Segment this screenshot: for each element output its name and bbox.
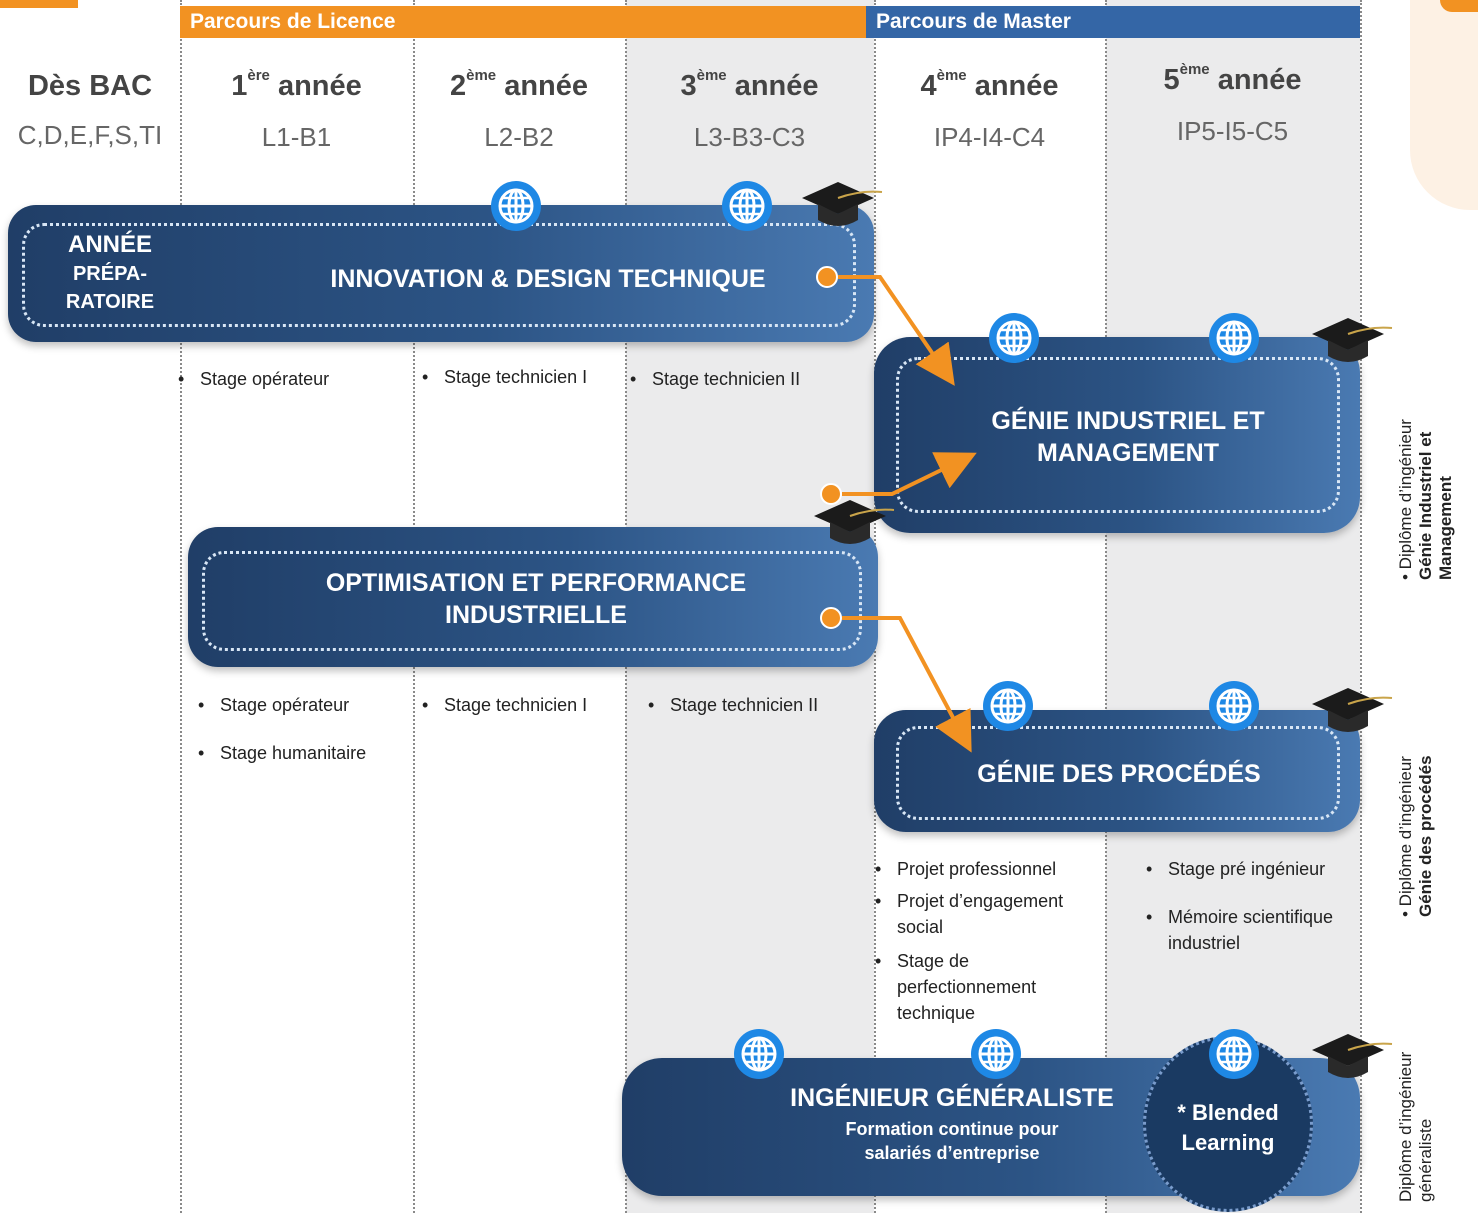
inner-dotted-frame [202, 551, 862, 651]
graduation-cap-icon [1312, 1034, 1393, 1078]
program-title: INNOVATION & DESIGN TECHNIQUE [330, 265, 766, 293]
band-licence: Parcours de Licence [180, 6, 874, 38]
globe-icon [491, 181, 541, 231]
year-code-bac: C,D,E,F,S,TI [17, 120, 163, 150]
arrow-opi-to-gim [842, 452, 977, 496]
band-master: Parcours de Master [866, 6, 1360, 38]
project-item: Projet d’engagement [875, 888, 1063, 914]
program-title-line2: MANAGEMENT [1037, 439, 1219, 467]
project-item: Stage pré ingénieur [1146, 856, 1325, 882]
stage-item: Stage technicien II [630, 366, 800, 392]
globe-icon [722, 181, 772, 231]
prep-year-line3: RATOIRE [65, 291, 155, 313]
stage-item: Stage technicien II [648, 692, 818, 718]
globe-icon [983, 681, 1033, 731]
inner-dotted-frame [896, 357, 1340, 513]
globe-icon [989, 313, 1039, 363]
globe-icon [1209, 681, 1259, 731]
stage-item: Stage opérateur [178, 366, 329, 392]
year-header-5: 5ème année [1163, 61, 1302, 96]
stage-item: Stage technicien I [422, 692, 587, 718]
diploma-gp: • Diplôme d’ingénieur Génie des procédés [1396, 755, 1435, 917]
column-shade-5 [1106, 0, 1360, 1213]
program-optimisation: OPTIMISATION ET PERFORMANCE INDUSTRIELLE [188, 527, 878, 667]
stage-item: Stage technicien I [422, 364, 587, 390]
prep-year-line1: ANNÉE [67, 231, 152, 258]
diploma-gim: • Diplôme d’ingénieur Génie Industriel e… [1396, 419, 1455, 580]
corner-decoration-right [1410, 0, 1478, 210]
year-code-5: IP5-I5-C5 [1176, 116, 1289, 146]
year-header-4: 4ème année [920, 67, 1059, 102]
program-subtitle-line1: Formation continue pour [845, 1119, 1059, 1139]
year-code-2: L2-B2 [484, 122, 554, 152]
year-header-bac: Dès BAC [27, 70, 153, 102]
project-item-continuation: technique [897, 1003, 976, 1023]
prep-year-line2: PRÉPA- [72, 263, 148, 285]
corner-decoration-right-accent [1440, 0, 1478, 12]
corner-decoration-left [0, 0, 78, 8]
program-title-line1: GÉNIE INDUSTRIEL ET [991, 407, 1265, 435]
globe-icon [1209, 1029, 1259, 1079]
diploma-ig: Diplôme d’ingénieur généraliste [1396, 1051, 1435, 1202]
column-divider [1360, 0, 1362, 1213]
year-header-3: 3ème année [680, 67, 819, 102]
column-divider [180, 0, 182, 1213]
graduation-cap-icon [1312, 318, 1393, 362]
globe-icon [734, 1029, 784, 1079]
graduation-cap-icon [1312, 688, 1393, 732]
program-title: GÉNIE DES PROCÉDÉS [977, 760, 1261, 788]
program-genie-industriel: GÉNIE INDUSTRIEL ET MANAGEMENT [874, 337, 1360, 533]
year-code-1: L1-B1 [261, 122, 332, 152]
year-code-3: L3-B3-C3 [693, 122, 806, 152]
badge-line1: * Blended [1177, 1100, 1279, 1125]
inner-dotted-frame [896, 726, 1340, 820]
project-item-continuation: perfectionnement [897, 977, 1037, 997]
project-item: Projet professionnel [875, 856, 1056, 882]
graduation-cap-icon [802, 182, 883, 226]
column-divider [1105, 0, 1107, 1213]
year-header-2: 2ème année [449, 67, 589, 102]
globe-icon [971, 1029, 1021, 1079]
connector-dot [820, 607, 842, 629]
connector-dot [816, 266, 838, 288]
arrow-innovation-to-gim [838, 275, 955, 386]
blended-learning-badge: * Blended Learning [1143, 1036, 1313, 1212]
project-item-continuation: industriel [1168, 933, 1241, 953]
globe-icon [1209, 313, 1259, 363]
year-code-4: IP4-I4-C4 [933, 122, 1046, 152]
program-innovation-design: ANNÉE PRÉPA- RATOIRE INNOVATION & DESIGN… [8, 205, 874, 342]
program-title-line1: OPTIMISATION ET PERFORMANCE [325, 569, 747, 597]
project-item: Mémoire scientifique [1146, 904, 1333, 930]
connector-dot [820, 483, 842, 505]
badge-line2: Learning [1181, 1130, 1275, 1155]
program-subtitle-line2: salariés d’entreprise [864, 1143, 1040, 1163]
program-title-line2: INDUSTRIELLE [445, 601, 627, 629]
year-header-1: 1ère année [231, 67, 362, 102]
project-item-continuation: social [897, 917, 944, 937]
program-title: INGÉNIEUR GÉNÉRALISTE [790, 1084, 1114, 1112]
stage-item: Stage humanitaire [198, 740, 366, 766]
graduation-cap-icon [814, 500, 895, 544]
stage-item: Stage opérateur [198, 692, 349, 718]
project-item: Stage de [875, 948, 969, 974]
arrow-opi-to-gp [842, 616, 972, 753]
